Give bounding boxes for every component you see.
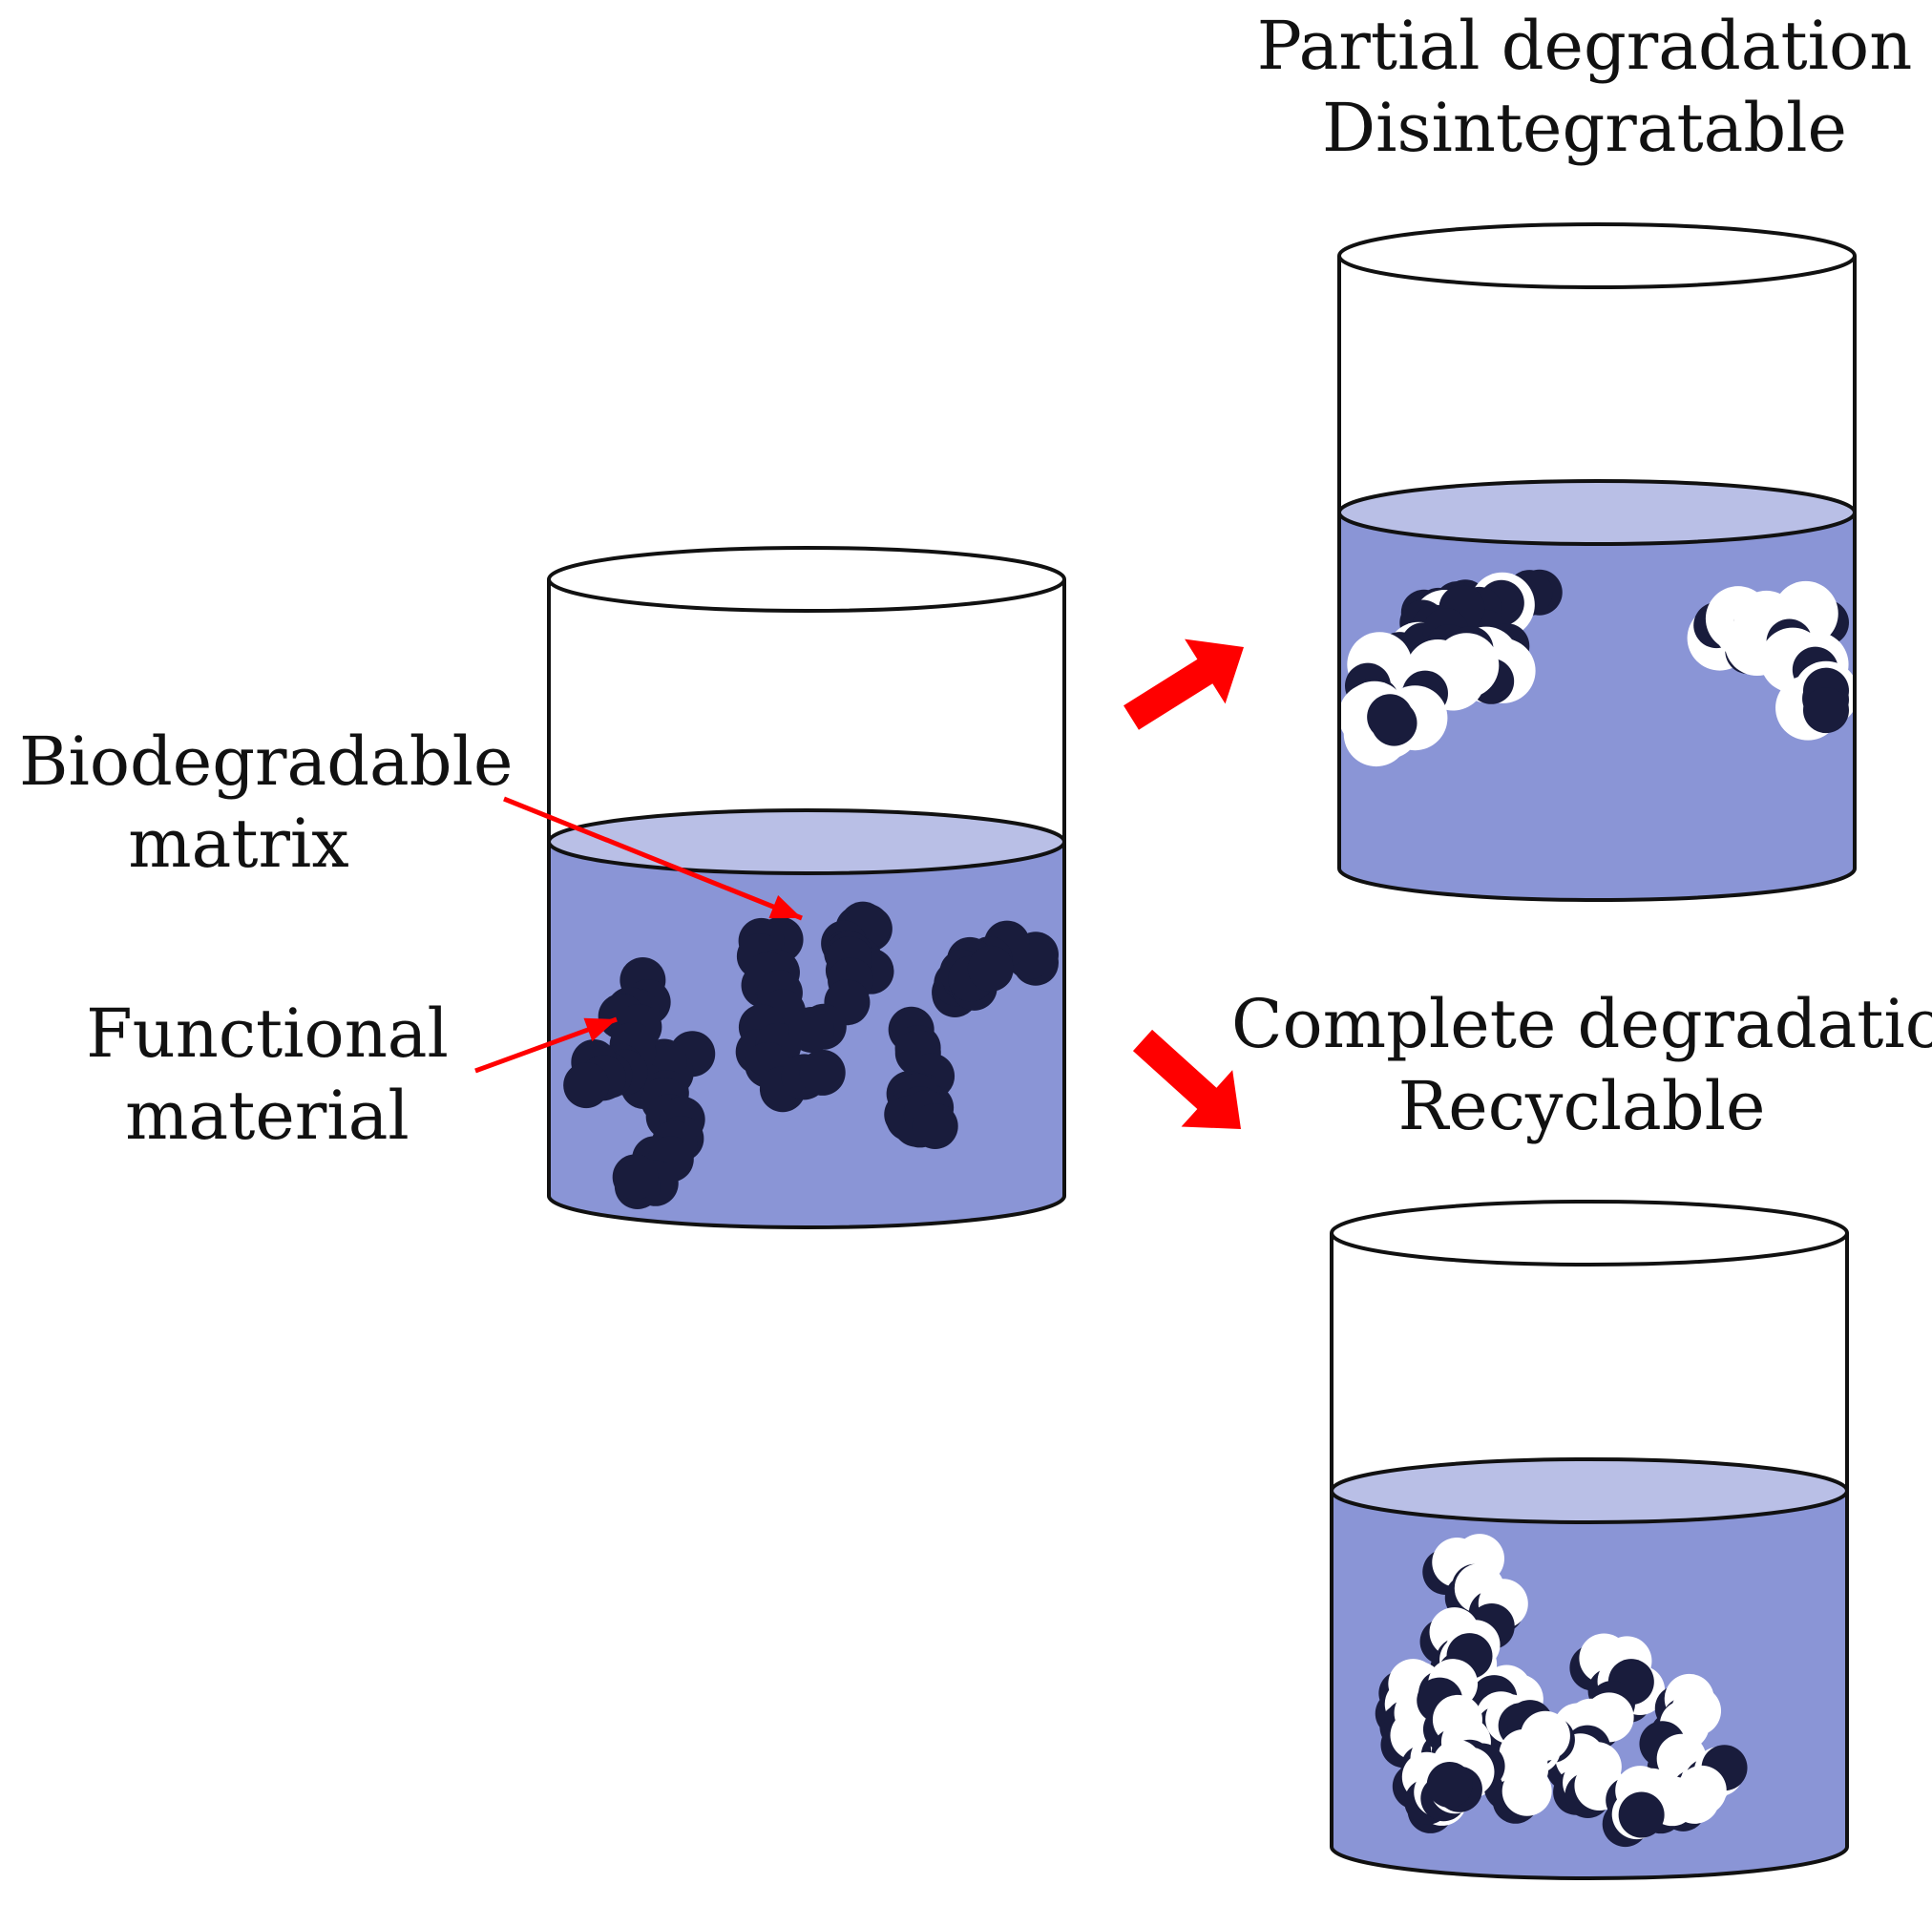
beaker-bottom (1337, 868, 1857, 902)
beaker-rim (547, 546, 1066, 613)
particle (1367, 694, 1414, 741)
complete-degradation-label: Complete degradation Recyclable (1231, 983, 1932, 1147)
to-complete-arrow (1132, 1029, 1241, 1129)
particle (1803, 687, 1849, 734)
beaker-bottom (1330, 1846, 1849, 1880)
complete-label-line1: Complete degradation (1231, 985, 1932, 1063)
particles-group (563, 901, 1059, 1209)
particle (1618, 1791, 1665, 1838)
partial-label-line2: Disintegratable (1322, 89, 1847, 167)
particle (563, 1062, 610, 1109)
beaker-rim (1337, 222, 1857, 289)
functional-label-line1: Functional (86, 994, 449, 1073)
matrix-label-line2: matrix (128, 805, 349, 883)
liquid-surface (547, 808, 1066, 875)
initial-beaker (547, 546, 1066, 1229)
particle (912, 1102, 958, 1149)
to-partial-arrow (1124, 638, 1244, 730)
degraded-particle (1502, 1766, 1552, 1816)
liquid-surface (1330, 1457, 1849, 1524)
particle (612, 1154, 659, 1201)
functional-label-line2: material (125, 1077, 410, 1155)
particle (799, 1049, 846, 1096)
matrix-pointer-arrow-shaft (503, 796, 803, 921)
beaker-rim (1330, 1200, 1849, 1267)
particle (788, 1007, 835, 1054)
functional-material-label: Functional material (86, 993, 449, 1157)
partial-degradation-label: Partial degradation Disintegratable (1241, 5, 1928, 169)
particles-group (1339, 569, 1855, 767)
particle (967, 945, 1014, 992)
functional-pointer-arrow-head (583, 1017, 617, 1042)
partial-beaker (1337, 222, 1857, 902)
complete-label-line2: Recyclable (1397, 1067, 1766, 1145)
biodegradable-matrix-label: Biodegradable matrix (19, 721, 514, 885)
complete-beaker (1330, 1200, 1849, 1880)
liquid-surface (1337, 479, 1857, 546)
matrix-label-line1: Biodegradable (19, 722, 514, 801)
partial-label-line1: Partial degradation (1256, 7, 1913, 85)
particle (1426, 1762, 1473, 1809)
particles-group (1375, 1534, 1748, 1848)
matrix-pointer-arrow-head (768, 895, 802, 919)
beaker-bottom (547, 1195, 1066, 1229)
arrows-group (474, 638, 1244, 1129)
